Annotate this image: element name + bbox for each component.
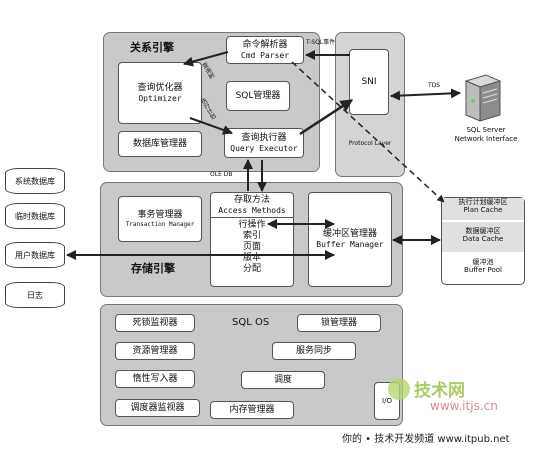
database-label: 用户数据库: [15, 250, 55, 260]
tds-label: TDS: [428, 82, 441, 89]
sql-os-item-label: 调度: [273, 374, 292, 385]
ole-db-label: OLE DB: [210, 171, 233, 178]
cmd-parser-en: Cmd Parser: [240, 50, 290, 60]
db-manager-box: 数据库管理器: [118, 131, 202, 157]
optimizer-box: 查询优化器 Optimizer: [118, 62, 202, 124]
buffer-manager-box: 缓冲区管理器 Buffer Manager: [308, 192, 392, 287]
pool-section: 缓冲池 Buffer Pool: [442, 258, 524, 284]
data-cache-en: Data Cache: [462, 235, 504, 244]
sql-os-item: 锁管理器: [297, 314, 381, 332]
sql-os-item-label: 调度器监视器: [130, 402, 185, 413]
label-tsql-event: T-SQL事件: [306, 39, 336, 46]
sql-os-item: 内存管理器: [210, 401, 294, 419]
sql-os-item: 死锁监视器: [115, 314, 195, 332]
protocol-layer-label: Protocol Layer: [346, 140, 394, 148]
access-methods-item: 分配: [242, 263, 261, 274]
sql-server-ni-line2: Network Interface: [454, 135, 518, 144]
protocol-layer-text: Protocol Layer: [348, 140, 392, 147]
sql-os-item: 惰性写入器: [115, 370, 195, 388]
query-executor-cn: 查询执行器: [241, 132, 287, 143]
database-cylinder: 日志: [5, 282, 65, 308]
database-cylinder: 系统数据库: [5, 168, 65, 194]
sql-os-item-label: 内存管理器: [229, 404, 275, 415]
sql-os-item: 服务同步: [272, 342, 356, 360]
sql-server-ni-line1: SQL Server: [466, 126, 506, 134]
access-methods-en: Access Methods: [218, 205, 286, 215]
relational-engine-title: 关系引擎: [130, 41, 174, 54]
query-executor-en: Query Executor: [230, 143, 298, 153]
arrow-executor-sni: [299, 98, 354, 136]
cmd-parser-box: 命令解析器 Cmd Parser: [226, 36, 304, 64]
dashed-parser-plancache: [291, 61, 445, 203]
optimizer-en: Optimizer: [138, 93, 182, 103]
database-label: 系统数据库: [15, 176, 55, 186]
cmd-parser-cn: 命令解析器: [242, 39, 288, 50]
sni-label: SNI: [361, 76, 377, 87]
watermark-url: www.itjs.cn: [430, 399, 498, 413]
db-manager-label: 数据库管理器: [132, 138, 187, 149]
data-cache-section: 数据缓冲区 Data Cache: [442, 222, 524, 252]
sql-os-item-label: 死锁监视器: [132, 317, 178, 328]
query-executor-box: 查询执行器 Query Executor: [224, 128, 304, 158]
arrow-sni-server: [390, 88, 461, 101]
buffer-manager-cn: 缓冲区管理器: [322, 229, 377, 240]
plan-cache-en: Plan Cache: [463, 206, 503, 215]
sql-os-title: SQL OS: [232, 317, 270, 328]
sql-os-item: 调度: [241, 371, 325, 389]
pool-cn: 缓冲池: [472, 258, 494, 266]
sni-box: SNI: [349, 49, 389, 115]
watermark-logo: [388, 378, 410, 400]
access-methods-item: 页面: [242, 241, 261, 252]
database-label: 日志: [27, 290, 43, 300]
sql-os-item-label: 资源管理器: [132, 345, 178, 356]
access-methods-box: 存取方法 Access Methods 行操作 索引 页面 版本 分配: [210, 192, 294, 287]
sql-os-item-label: 锁管理器: [320, 317, 357, 328]
pool-en: Buffer Pool: [464, 266, 502, 275]
transaction-manager-en: Transaction Manager: [125, 220, 195, 228]
sql-os-item: 资源管理器: [115, 342, 195, 360]
buffer-manager-en: Buffer Manager: [316, 240, 384, 250]
sql-server-ni-label: SQL Server Network Interface: [437, 126, 535, 145]
access-methods-item: 行操作: [238, 220, 266, 231]
watermark-brand: 技术网: [414, 381, 465, 401]
data-cache-cn: 数据缓冲区: [465, 227, 501, 235]
io-label: I/O: [382, 396, 392, 405]
access-methods-item: 索引: [242, 231, 261, 242]
plan-cache-section: 执行计划缓冲区 Plan Cache: [442, 198, 524, 220]
transaction-manager-box: 事务管理器 Transaction Manager: [118, 196, 202, 242]
transaction-manager-cn: 事务管理器: [137, 210, 183, 220]
database-cylinder: 用户数据库: [5, 242, 65, 268]
sql-manager-label: SQL管理器: [235, 90, 281, 101]
access-methods-cn: 存取方法: [233, 195, 270, 205]
watermark-footer: 你的 • 技术开发频道 www.itpub.net: [342, 434, 510, 445]
sql-os-item-label: 服务同步: [295, 345, 332, 356]
sql-os-item-label: 惰性写入器: [132, 373, 178, 384]
sql-os-item: 调度器监视器: [115, 399, 200, 417]
storage-engine-title: 存储引擎: [131, 262, 175, 275]
arrow-parser-optimizer: [183, 51, 229, 67]
sql-manager-box: SQL管理器: [226, 81, 290, 111]
arrow-optimizer-executor: [189, 117, 233, 135]
server-icon: [460, 73, 504, 123]
database-label: 临时数据库: [15, 211, 55, 221]
optimizer-cn: 查询优化器: [137, 82, 183, 93]
database-cylinder: 临时数据库: [5, 203, 65, 229]
plan-cache-cn: 执行计划缓冲区: [458, 198, 508, 206]
